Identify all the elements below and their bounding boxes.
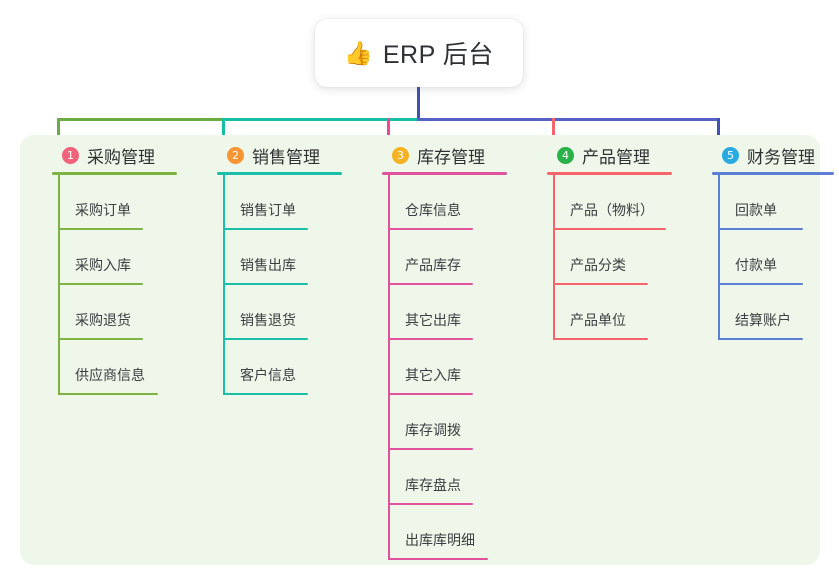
column-title-inventory: 库存管理 — [417, 147, 485, 167]
connector-bar-indigo — [417, 118, 720, 121]
column-header-rule-finance — [712, 172, 834, 175]
list-item-label: 其它出库 — [405, 312, 461, 328]
column-sales: 2 销售管理销售订单销售出库销售退货客户信息 — [207, 135, 342, 395]
list-item-label: 回款单 — [735, 202, 777, 218]
list-item-rule — [388, 503, 473, 505]
column-badge-purchase: 1 — [62, 146, 79, 164]
drop-inventory — [387, 118, 390, 147]
column-badge-finance: 5 — [722, 146, 739, 164]
column-product: 4 产品管理产品（物料） 产品分类产品单位 — [537, 135, 672, 340]
column-header-finance[interactable]: 5 财务管理 — [702, 135, 834, 175]
list-item-rule — [388, 338, 473, 340]
list-item-rule — [223, 228, 308, 230]
list-item-rule — [58, 393, 158, 395]
column-title-product: 产品管理 — [582, 147, 650, 167]
root-node-card[interactable]: 👍 ERP 后台 — [315, 19, 523, 87]
list-item-label: 供应商信息 — [75, 367, 145, 383]
list-item-label: 库存盘点 — [405, 477, 461, 493]
list-item-rule — [223, 393, 308, 395]
column-header-rule-inventory — [382, 172, 507, 175]
list-item-label: 产品（物料） — [570, 202, 654, 218]
list-item-rule — [388, 283, 473, 285]
column-spine-inventory — [388, 175, 390, 560]
page-title: ERP 后台 — [382, 41, 494, 69]
column-title-sales: 销售管理 — [252, 147, 320, 167]
list-item-label: 产品单位 — [570, 312, 626, 328]
list-item-rule — [553, 228, 666, 230]
column-header-purchase[interactable]: 1 采购管理 — [42, 135, 177, 175]
column-header-rule-sales — [217, 172, 342, 175]
drop-sales — [222, 118, 225, 147]
list-item-label: 客户信息 — [240, 367, 296, 383]
mindmap-panel: 1 采购管理采购订单采购入库采购退货供应商信息 2 销售管理销售订单销售出库销售退货客… — [20, 135, 834, 565]
column-title-purchase: 采购管理 — [87, 147, 155, 167]
list-item-rule — [553, 338, 648, 340]
drop-product — [552, 118, 555, 147]
column-badge-inventory: 3 — [392, 146, 409, 164]
list-item-label: 产品分类 — [570, 257, 626, 273]
column-title-finance: 财务管理 — [747, 147, 815, 167]
list-item-rule — [388, 393, 473, 395]
connector-bar-green — [57, 118, 224, 121]
drop-finance — [717, 118, 720, 147]
list-item-label: 仓库信息 — [405, 202, 461, 218]
list-item-label: 产品库存 — [405, 257, 461, 273]
list-item-rule — [553, 283, 648, 285]
list-item-label: 库存调拨 — [405, 422, 461, 438]
list-item-label: 结算账户 — [735, 312, 791, 328]
list-item-label: 销售退货 — [240, 312, 296, 328]
list-item-label: 出库库明细 — [405, 532, 475, 548]
column-header-sales[interactable]: 2 销售管理 — [207, 135, 342, 175]
list-item-rule — [58, 228, 143, 230]
list-item-rule — [58, 283, 143, 285]
list-item-rule — [718, 283, 803, 285]
list-item-rule — [388, 558, 488, 560]
list-item-label: 采购退货 — [75, 312, 131, 328]
thumbs-up-icon: 👍 — [344, 39, 373, 66]
list-item-label: 销售订单 — [240, 202, 296, 218]
column-spine-purchase — [58, 175, 60, 395]
list-item-rule — [223, 283, 308, 285]
list-item-label: 采购入库 — [75, 257, 131, 273]
column-purchase: 1 采购管理采购订单采购入库采购退货供应商信息 — [42, 135, 177, 395]
list-item-rule — [58, 338, 143, 340]
column-inventory: 3 库存管理仓库信息产品库存其它出库其它入库库存调拨库存盘点出库库明细 — [372, 135, 507, 560]
column-finance: 5 财务管理回款单付款单结算账户 — [702, 135, 834, 340]
column-badge-product: 4 — [557, 146, 574, 164]
column-header-product[interactable]: 4 产品管理 — [537, 135, 672, 175]
connector-bar-teal — [222, 118, 419, 121]
list-item-rule — [388, 448, 473, 450]
column-spine-sales — [223, 175, 225, 395]
list-item-label: 采购订单 — [75, 202, 131, 218]
list-item-rule — [718, 338, 803, 340]
column-spine-finance — [718, 175, 720, 340]
column-badge-sales: 2 — [227, 146, 244, 164]
list-item-label: 其它入库 — [405, 367, 461, 383]
column-header-inventory[interactable]: 3 库存管理 — [372, 135, 507, 175]
drop-purchase — [57, 118, 60, 147]
list-item-rule — [223, 338, 308, 340]
connector-stem — [417, 87, 420, 121]
list-item-label: 付款单 — [735, 257, 777, 273]
column-header-rule-product — [547, 172, 672, 175]
list-item-rule — [718, 228, 803, 230]
list-item-label: 销售出库 — [240, 257, 296, 273]
list-item-rule — [388, 228, 473, 230]
column-header-rule-purchase — [52, 172, 177, 175]
column-spine-product — [553, 175, 555, 340]
